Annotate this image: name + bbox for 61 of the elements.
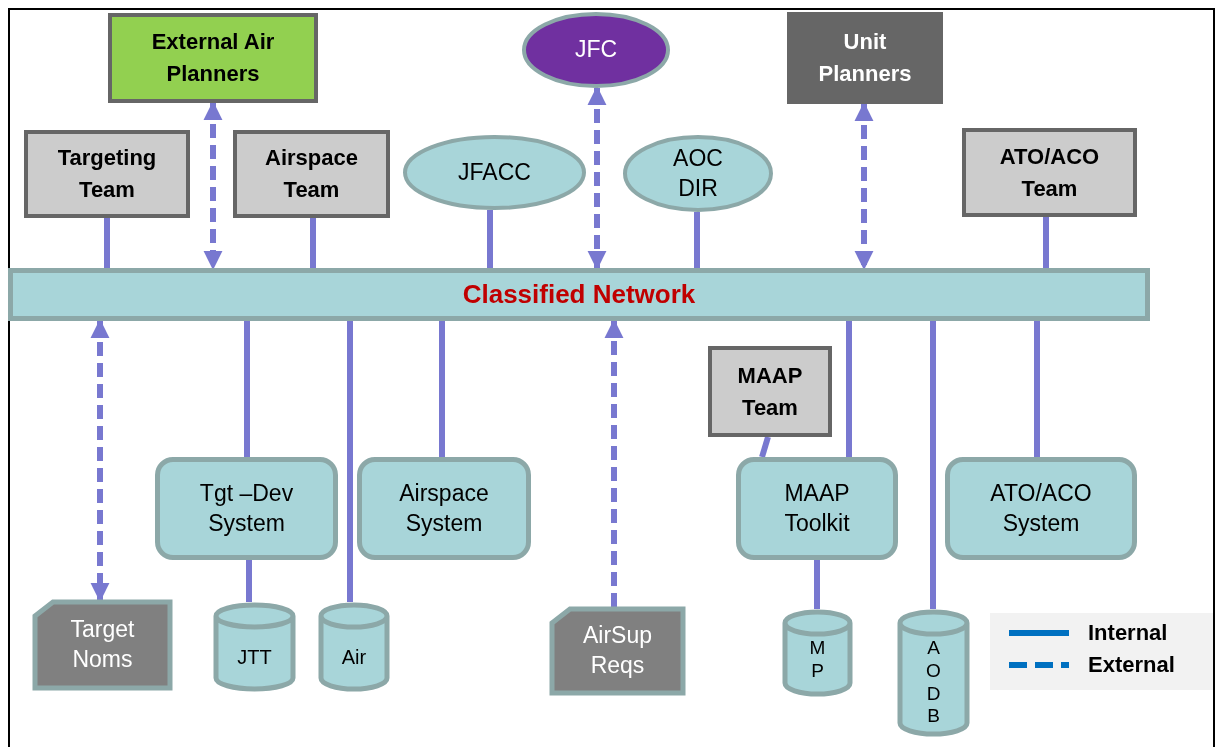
arrow <box>203 101 223 270</box>
node-label: JFC <box>574 35 618 65</box>
database-cylinder <box>782 609 853 695</box>
node-label: ATO/ACO System <box>989 478 1093 538</box>
node-label: Airspace Team <box>264 144 359 204</box>
team-box <box>962 128 1137 217</box>
connector-line <box>487 210 493 268</box>
node-label: Unit Planners <box>817 28 913 88</box>
connector-line <box>347 321 353 602</box>
node-label: AirSup Reqs <box>581 621 653 680</box>
network-bar <box>8 268 1150 321</box>
team-box <box>233 130 390 218</box>
connector-line <box>246 560 252 602</box>
node-label: JFACC <box>458 157 531 187</box>
node-label: Targeting Team <box>56 144 158 204</box>
team-box <box>708 346 832 437</box>
document-shape <box>550 607 685 695</box>
node-label: MAAP Team <box>736 361 804 422</box>
connector-line <box>1034 321 1040 457</box>
database-cylinder <box>897 609 970 735</box>
node-label: AODB <box>925 637 942 729</box>
connector-line <box>930 321 936 609</box>
arrow <box>587 86 607 270</box>
connector-line <box>244 321 250 457</box>
node-label: External Air Planners <box>150 28 276 88</box>
ellipse-node <box>403 135 586 210</box>
arrow <box>854 102 874 270</box>
database-cylinder <box>213 602 296 690</box>
system-box <box>155 457 338 560</box>
legend-label: Internal <box>1088 620 1168 646</box>
node-label: Airspace System <box>398 478 490 538</box>
node-label: Target Noms <box>69 615 136 674</box>
node-label: JTT <box>237 645 272 670</box>
node-label: Classified Network <box>462 277 696 311</box>
document-shape <box>33 600 172 690</box>
connector-line <box>694 212 700 268</box>
ellipse-node <box>623 135 773 212</box>
system-box <box>945 457 1137 560</box>
arrow <box>604 319 624 607</box>
connector-line <box>1043 217 1049 268</box>
node-label: ATO/ACO Team <box>998 142 1101 203</box>
database-cylinder <box>318 602 390 690</box>
team-box <box>787 12 943 104</box>
connector-line <box>439 321 445 457</box>
team-box <box>24 130 190 218</box>
legend-label: External <box>1088 652 1175 678</box>
node-label: MAAP Toolkit <box>783 478 851 538</box>
team-box <box>108 13 318 103</box>
connector-line <box>846 321 852 457</box>
system-box <box>357 457 531 560</box>
system-box <box>736 457 898 560</box>
node-label: Tgt –Dev System <box>198 478 295 538</box>
connector-line <box>310 218 316 268</box>
arrow <box>90 319 110 602</box>
connector-line <box>759 436 771 458</box>
ellipse-node <box>522 12 670 88</box>
node-label: AOC DIR <box>672 143 724 203</box>
connector-line <box>814 560 820 609</box>
connector-line <box>104 218 110 268</box>
node-label: Air <box>341 645 367 670</box>
node-label: MP <box>808 637 827 683</box>
